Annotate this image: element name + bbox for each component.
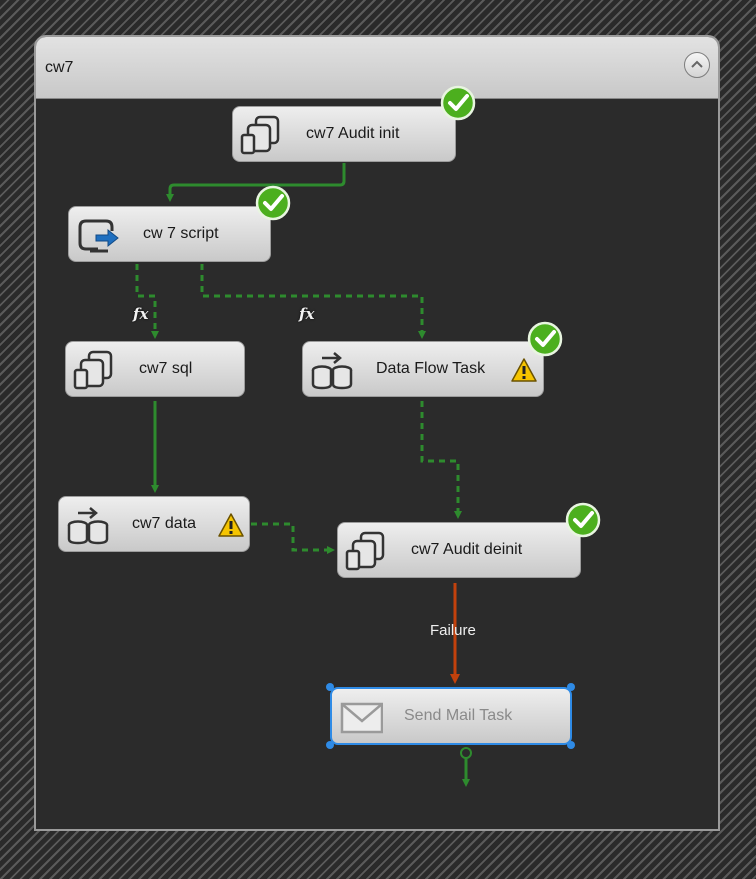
- task-label: cw7 Audit deinit: [411, 541, 523, 558]
- task-label: Data Flow Task: [376, 360, 486, 377]
- failure-label: Failure: [430, 622, 476, 639]
- collapse-button[interactable]: [684, 52, 710, 78]
- chevron-up-icon: [691, 60, 703, 68]
- task-audit-deinit[interactable]: cw7 Audit deinit: [337, 522, 581, 578]
- line-script-to-sql[interactable]: [135, 264, 159, 339]
- connector-drag-handle[interactable]: [460, 747, 472, 759]
- task-label: Send Mail Task: [404, 707, 513, 724]
- task-data[interactable]: cw7 data: [58, 496, 250, 552]
- task-data-flow[interactable]: Data Flow Task: [302, 341, 544, 397]
- task-send-mail[interactable]: Send Mail Task: [330, 687, 572, 745]
- task-label: cw 7 script: [143, 225, 219, 242]
- data-flow-task-icon: [311, 352, 353, 390]
- success-check-icon: [255, 185, 291, 221]
- task-label: cw7 data: [132, 515, 197, 532]
- task-label: cw7 Audit init: [306, 125, 400, 142]
- execute-sql-task-icon: [73, 350, 113, 390]
- container-header[interactable]: cw7: [36, 37, 718, 99]
- script-task-icon: [78, 219, 119, 253]
- resize-handle-bottom-left[interactable]: [326, 741, 334, 749]
- task-sql[interactable]: cw7 sql: [65, 341, 245, 397]
- resize-handle-bottom-right[interactable]: [567, 741, 575, 749]
- success-check-icon: [440, 85, 476, 121]
- expression-marker: fx: [133, 305, 149, 323]
- task-label: cw7 sql: [139, 360, 193, 377]
- execute-sql-task-icon: [345, 531, 385, 571]
- resize-handle-top-left[interactable]: [326, 683, 334, 691]
- container-title: cw7: [45, 59, 74, 76]
- execute-sql-task-icon: [240, 115, 280, 155]
- warning-icon: [218, 513, 244, 537]
- resize-handle-top-right[interactable]: [567, 683, 575, 691]
- task-script[interactable]: cw 7 script: [68, 206, 271, 262]
- success-check-icon: [527, 321, 563, 357]
- data-flow-task-icon: [67, 507, 109, 545]
- expression-marker: fx: [299, 305, 315, 323]
- task-audit-init[interactable]: cw7 Audit init: [232, 106, 456, 162]
- line-data-to-audit-deinit[interactable]: [251, 522, 335, 554]
- line-data-flow-to-audit-deinit[interactable]: [420, 401, 462, 519]
- line-audit-init-to-script[interactable]: [166, 163, 346, 202]
- mail-icon: [340, 702, 383, 734]
- success-check-icon: [565, 502, 601, 538]
- warning-icon: [511, 358, 537, 382]
- line-script-to-data-flow[interactable]: [200, 264, 426, 339]
